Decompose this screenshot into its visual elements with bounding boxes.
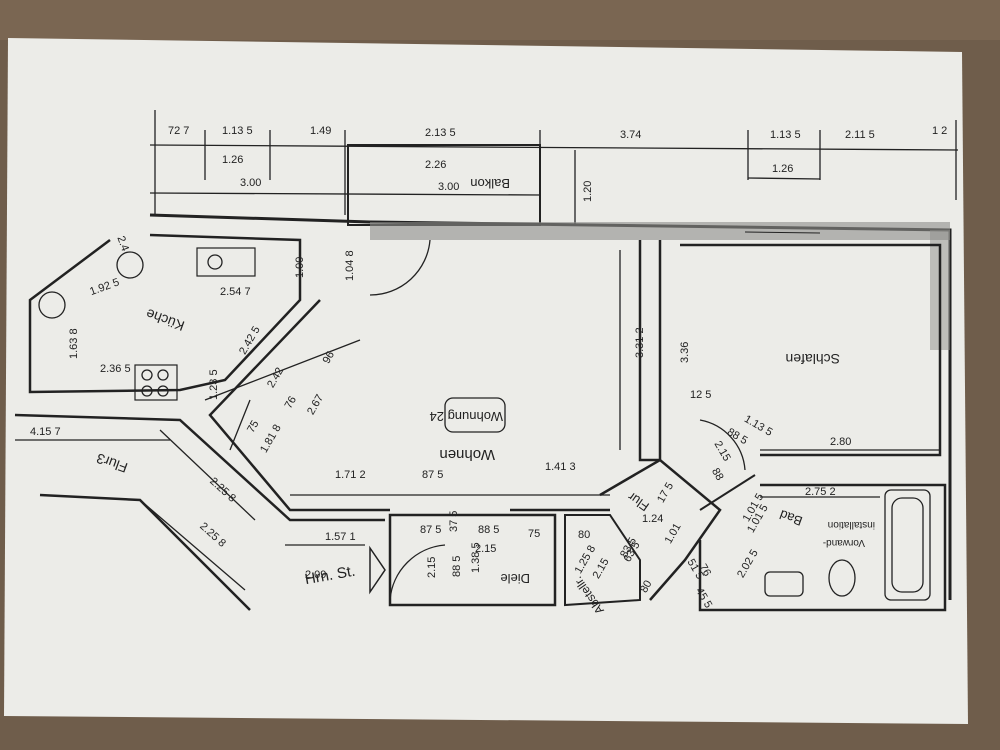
dim-label: 2.13 5: [425, 127, 456, 139]
wall-bath: [698, 483, 947, 612]
dim-label: 12 5: [690, 389, 711, 401]
dimension-line: [149, 144, 959, 151]
room-label-bad: Bad: [778, 507, 805, 529]
sink: [196, 247, 256, 277]
dim-label: 2.26: [425, 159, 446, 171]
dim-label: 3.00: [240, 177, 261, 189]
dim-label: 1.26: [222, 154, 243, 166]
dim-label: 76: [697, 562, 714, 579]
paper-sheet: [4, 38, 968, 724]
sink-bath: [764, 571, 804, 597]
dim-label: 96: [321, 349, 338, 366]
wall-corridor: [14, 413, 385, 522]
dim-label: 2.4: [114, 234, 131, 252]
dim-label: 1.57 1: [325, 531, 356, 543]
dim-label: 80: [578, 529, 590, 541]
wall-shadow: [370, 222, 950, 240]
dim-label: 80: [638, 578, 655, 595]
room-label-vorwand: Vorwand-: [823, 537, 865, 548]
stove-burner: [141, 385, 153, 397]
bathtub-inner: [891, 497, 924, 593]
dimension-line: [159, 429, 256, 521]
dim-label: 3.31 2: [634, 327, 646, 358]
wall-storage: [564, 514, 641, 607]
dim-label: 87 5: [420, 524, 441, 536]
wall-living-left: [208, 299, 390, 512]
room-label-schlafen: Schlafen: [786, 351, 840, 367]
window: [744, 231, 821, 234]
door-swing: [369, 239, 431, 296]
entrance-arrow: [369, 545, 386, 595]
table-round: [116, 251, 144, 279]
table-top-band: [0, 0, 1000, 40]
wall-flur-right: [699, 474, 756, 511]
stove: [134, 364, 178, 401]
wall-flur-right: [599, 458, 722, 601]
wall-bedroom: [680, 243, 942, 457]
dim-label: 3.00: [438, 181, 459, 193]
dim-label: 88: [709, 466, 726, 483]
dimension-line: [229, 399, 251, 451]
kitchen-wall: [28, 233, 302, 394]
dim-label: 2.75 2: [805, 486, 836, 498]
dim-label: 1.23 5: [208, 369, 220, 400]
dim-label: 2.15: [475, 543, 496, 555]
dim-label: 1.49: [310, 125, 331, 137]
dim-label: 1.04 8: [344, 250, 356, 281]
dim-label: 1.13 5: [770, 129, 801, 141]
dim-label: 2.11 5: [845, 129, 875, 141]
dim-label: 1.24: [642, 513, 663, 525]
dim-label: 75: [245, 418, 262, 435]
dim-label: 1 2: [932, 125, 947, 137]
dim-label: 3.36: [679, 342, 691, 363]
dim-label: 1.63 8: [68, 328, 80, 359]
dimension-line: [139, 499, 246, 591]
dim-label: 2.80: [830, 436, 851, 448]
stove-burner: [157, 385, 169, 397]
dim-label: 72 7: [168, 125, 189, 137]
dim-label: 1.00: [294, 257, 306, 278]
dimension-line: [204, 339, 361, 401]
dim-label: 2.15: [426, 557, 438, 578]
room-label-balkon: Balkon: [470, 176, 510, 191]
wall-living-right: [638, 240, 662, 462]
room-label-diele: Diele: [500, 571, 530, 586]
door-swing: [389, 544, 446, 601]
diele-outline: [388, 513, 557, 607]
dim-label: 2.36 5: [100, 363, 131, 375]
dim-label: 2.54 7: [220, 286, 251, 298]
bathtub: [884, 489, 931, 601]
dim-label: 76: [283, 394, 300, 411]
dim-label: 2.09: [305, 569, 326, 581]
unit-label: Wohnung 24: [430, 409, 504, 424]
dim-label: 1.20: [582, 181, 594, 202]
dim-label: 3.74: [620, 129, 641, 141]
plan-drawing: [14, 110, 959, 612]
dim-label: 1.38 5: [470, 542, 482, 573]
toilet: [828, 559, 856, 597]
dim-label: 88 5: [478, 524, 499, 536]
dim-label: 87 5: [422, 469, 443, 481]
table-round: [38, 291, 66, 319]
sink-basin: [207, 254, 223, 270]
stove-burner: [157, 369, 169, 381]
dim-label: 37 5: [448, 511, 460, 532]
dim-label: 1.26: [772, 163, 793, 175]
unit-box: [444, 397, 506, 433]
dim-label: 88 5: [451, 556, 463, 577]
dim-label: 4.15 7: [30, 426, 61, 438]
room-label-installation: installation: [828, 519, 875, 530]
dim-label: 1.41 3: [545, 461, 576, 473]
room-label-wohnen: Wohnen: [439, 446, 495, 463]
dim-label: 1.71 2: [335, 469, 366, 481]
dim-label: 75: [528, 528, 540, 540]
door-swing: [699, 419, 746, 471]
dim-label: 1.13 5: [222, 125, 253, 137]
dimension-line: [747, 177, 821, 180]
stove-burner: [141, 369, 153, 381]
